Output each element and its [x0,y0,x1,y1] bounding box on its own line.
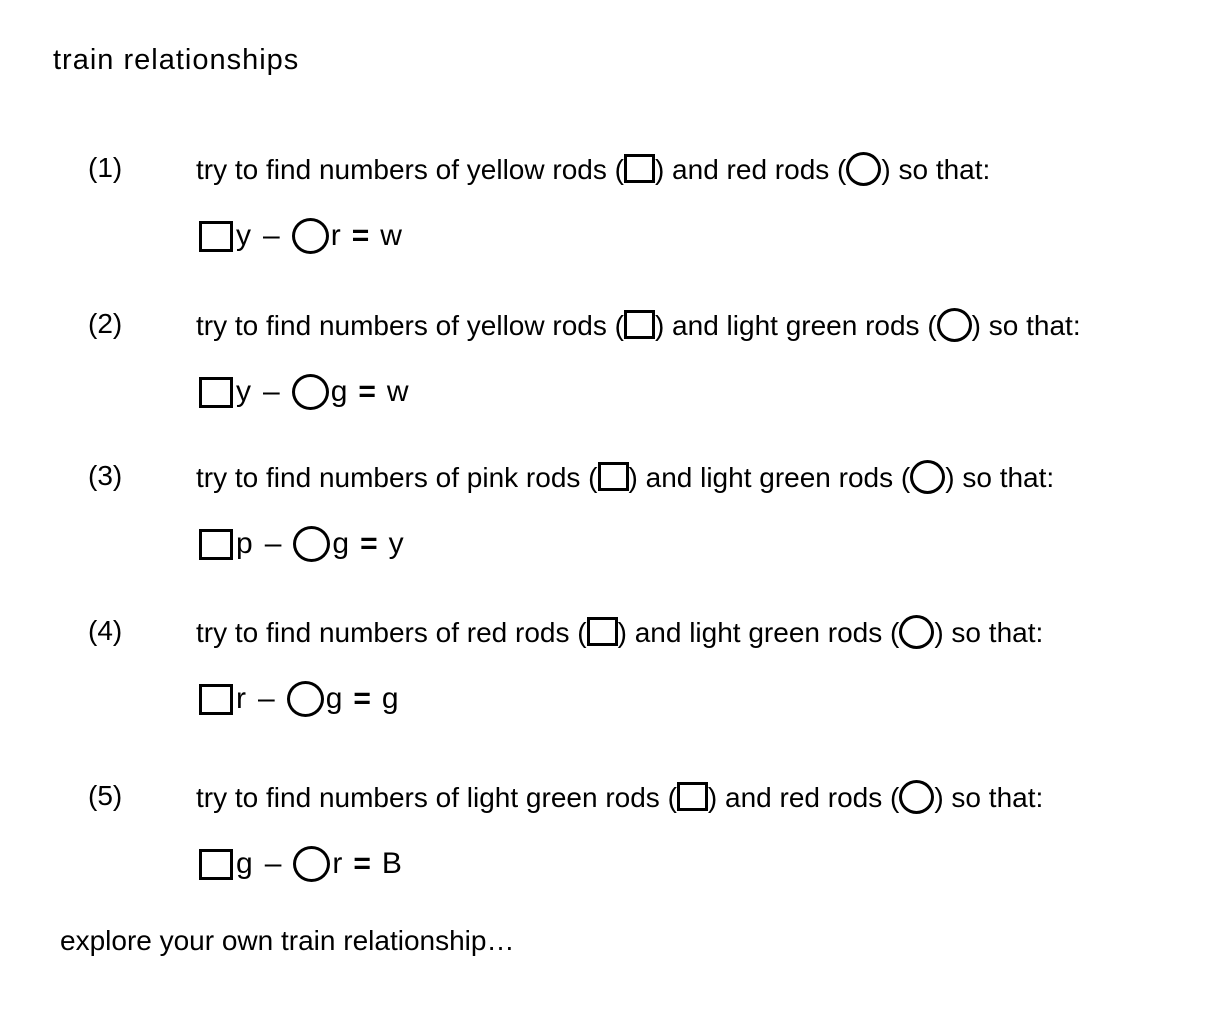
circle-placeholder-icon [846,152,882,186]
square-placeholder-icon [199,220,233,252]
equation-right-variable: r [330,219,341,252]
equation-result: B [381,847,402,880]
circle-placeholder-icon [910,460,946,494]
minus-operator: – [263,219,280,252]
equation-left-variable: p [236,527,253,560]
prompt-text: try to find numbers of light green rods … [196,782,677,813]
equals-sign: = [351,219,370,252]
problem-1-equation: y – r = w [199,218,402,254]
minus-operator: – [263,375,280,408]
prompt-text: ) so that: [971,310,1081,341]
problem-3-prompt: try to find numbers of pink rods ( ) and … [196,460,1054,494]
circle-placeholder-icon [293,846,331,882]
square-placeholder-icon [586,617,618,646]
equation-left-variable: y [236,375,251,408]
problem-5-equation: g – r = B [199,846,402,882]
equation-left-variable: y [236,219,251,252]
problem-2-prompt: try to find numbers of yellow rods ( ) an… [196,308,1081,342]
square-placeholder-icon [199,528,233,560]
equation-result: y [388,527,404,560]
square-placeholder-icon [199,376,233,408]
prompt-text: try to find numbers of pink rods ( [196,462,598,493]
square-placeholder-icon [597,462,629,491]
equation-right-variable: g [330,375,348,408]
circle-placeholder-icon [286,681,324,717]
problem-5: (5) try to find numbers of light green r… [0,780,1218,900]
square-placeholder-icon [199,683,233,715]
minus-operator: – [258,682,275,715]
footer-note: explore your own train relationship… [60,925,515,956]
problem-2-number: (2) [88,308,123,339]
problem-4-prompt: try to find numbers of red rods ( ) and l… [196,615,1043,649]
problem-2-equation: y – g = w [199,374,409,410]
prompt-text: try to find numbers of yellow rods ( [196,154,624,185]
equation-left-variable: g [236,847,253,880]
problem-5-prompt: try to find numbers of light green rods … [196,780,1043,814]
page-title: train relationships [53,44,300,76]
problem-1: (1) try to find numbers of yellow rods (… [0,152,1218,272]
circle-placeholder-icon [899,615,935,649]
equals-sign: = [358,375,376,408]
equation-left-variable: r [236,682,246,715]
prompt-text: ) so that: [934,617,1044,648]
circle-placeholder-icon [936,308,972,342]
minus-operator: – [264,527,282,560]
problem-4-number: (4) [88,615,123,646]
equation-result: g [381,682,399,715]
minus-operator: – [264,847,282,880]
prompt-text: ) so that: [881,154,991,185]
problem-1-prompt: try to find numbers of yellow rods ( ) an… [196,152,990,186]
problem-5-number: (5) [88,780,123,811]
prompt-text: ) and light green rods ( [654,310,937,341]
problem-4-equation: r – g = g [199,681,399,717]
square-placeholder-icon [676,782,708,811]
square-placeholder-icon [199,848,233,880]
equals-sign: = [360,527,378,560]
equation-right-variable: g [332,527,350,560]
prompt-text: try to find numbers of red rods ( [196,617,587,648]
circle-placeholder-icon [291,218,329,254]
problem-2: (2) try to find numbers of yellow rods (… [0,308,1218,428]
equation-right-variable: r [332,847,343,880]
square-placeholder-icon [623,310,655,339]
prompt-text: ) and light green rods ( [628,462,911,493]
prompt-text: ) and red rods ( [707,782,900,813]
problem-4: (4) try to find numbers of red rods ( ) a… [0,615,1218,735]
circle-placeholder-icon [899,780,935,814]
equals-sign: = [353,847,371,880]
prompt-text: ) and light green rods ( [617,617,900,648]
equation-result: w [386,375,409,408]
square-placeholder-icon [623,154,655,183]
problem-1-number: (1) [88,152,123,183]
prompt-text: try to find numbers of yellow rods ( [196,310,624,341]
equation-right-variable: g [325,682,343,715]
equation-result: w [380,219,402,252]
problem-3-number: (3) [88,460,123,491]
prompt-text: ) so that: [934,782,1044,813]
problem-3-equation: p – g = y [199,526,404,562]
equals-sign: = [353,682,371,715]
prompt-text: ) and red rods ( [654,154,847,185]
circle-placeholder-icon [291,374,329,410]
prompt-text: ) so that: [945,462,1055,493]
circle-placeholder-icon [293,526,331,562]
problem-3: (3) try to find numbers of pink rods ( ) … [0,460,1218,580]
